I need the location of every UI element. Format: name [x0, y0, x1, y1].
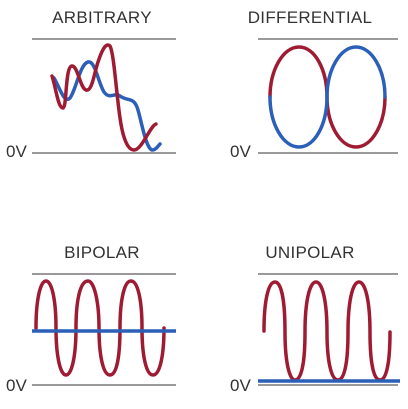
unipolar-signal-plot	[258, 273, 400, 386]
signal-a-wave	[262, 280, 392, 382]
zero-volt-label: 0V	[6, 376, 27, 395]
panel-bipolar: BIPOLAR 0V	[0, 204, 204, 408]
panel-title: UNIPOLAR	[265, 243, 355, 262]
panel-title: DIFFERENTIAL	[247, 8, 373, 27]
panel-title: BIPOLAR	[64, 243, 140, 262]
arbitrary-signal-plot	[32, 38, 176, 154]
signal-a-wave	[34, 279, 166, 377]
bipolar-signal-plot	[32, 273, 176, 386]
panel-title: ARBITRARY	[52, 8, 152, 27]
zero-volt-label: 0V	[230, 376, 251, 395]
panel-unipolar: UNIPOLAR 0V	[204, 204, 408, 408]
differential-signal-plot	[258, 38, 398, 154]
panel-differential: DIFFERENTIAL 0V	[204, 0, 408, 204]
signal-b-wave	[268, 45, 387, 149]
panel-arbitrary: ARBITRARY 0V	[0, 0, 204, 204]
zero-volt-label: 0V	[6, 142, 27, 161]
zero-volt-label: 0V	[230, 142, 251, 161]
signal-a-wave	[50, 43, 158, 152]
signal-b-wave	[52, 60, 162, 152]
